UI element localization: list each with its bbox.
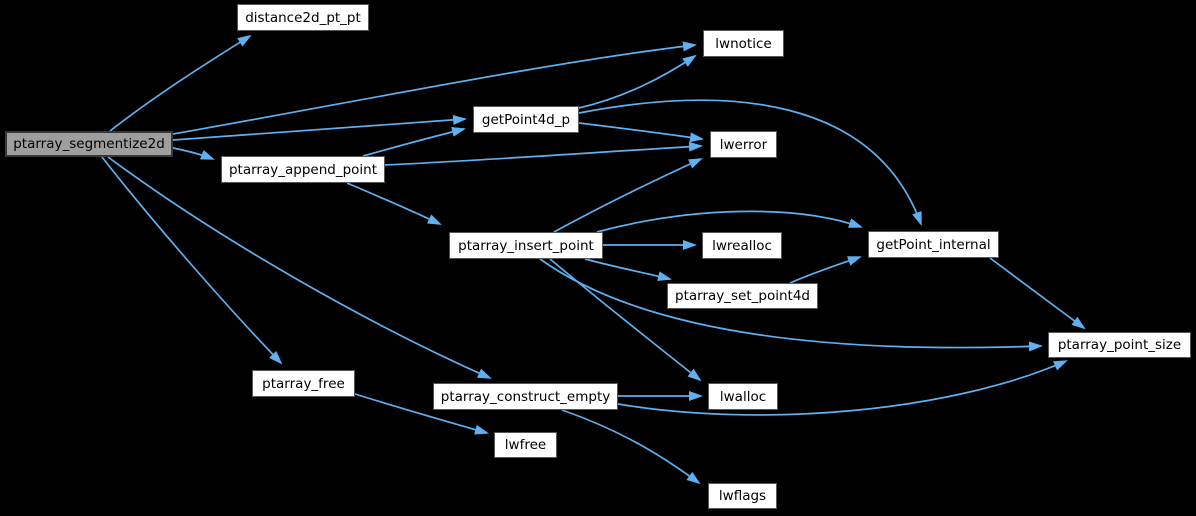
edge-ptarray_insert_point-to-lwerror	[553, 158, 703, 233]
node-label: ptarray_segmentize2d	[13, 136, 165, 152]
edge-ptarray_segmentize2d-to-distance2d_pt_pt	[109, 34, 252, 132]
node-label: ptarray_append_point	[228, 161, 378, 178]
edge-ptarray_insert_point-to-getPoint_internal	[596, 210, 863, 233]
edge-ptarray_construct_empty-to-ptarray_point_size	[617, 360, 1068, 416]
edge-ptarray_construct_empty-to-lwflags	[561, 409, 701, 485]
node-lwfree[interactable]: lwfree	[494, 432, 557, 458]
edge-ptarray_segmentize2d-to-lwnotice	[172, 41, 697, 135]
node-label: ptarray_construct_empty	[440, 388, 611, 405]
node-label: ptarray_free	[262, 375, 345, 392]
node-label: getPoint_internal	[876, 236, 991, 253]
node-distance2d-pt-pt[interactable]: distance2d_pt_pt	[237, 4, 369, 31]
node-label: lwrealloc	[712, 237, 772, 254]
edge-getPoint4d_p-to-lwnotice	[578, 54, 697, 109]
node-label: lwalloc	[719, 388, 767, 405]
edge-ptarray_segmentize2d-to-ptarray_construct_empty	[107, 156, 492, 379]
edge-ptarray_free-to-lwfree	[354, 393, 489, 435]
node-ptarray-construct-empty[interactable]: ptarray_construct_empty	[433, 383, 618, 410]
node-ptarray-append-point[interactable]: ptarray_append_point	[221, 156, 385, 183]
node-label: getPoint4d_p	[481, 111, 571, 128]
edge-ptarray_segmentize2d-to-ptarray_append_point	[172, 147, 215, 160]
edge-ptarray_insert_point-to-ptarray_set_point4d	[584, 258, 672, 282]
edge-getPoint4d_p-to-getPoint_internal	[578, 99, 922, 226]
node-ptarray-free[interactable]: ptarray_free	[252, 370, 355, 397]
node-ptarray-set-point4d[interactable]: ptarray_set_point4d	[667, 283, 818, 309]
edge-ptarray_append_point-to-ptarray_insert_point	[346, 182, 442, 225]
edge-ptarray_append_point-to-getPoint4d_p	[362, 127, 466, 157]
edge-ptarray_segmentize2d-to-ptarray_free	[101, 156, 283, 365]
node-label: ptarray_point_size	[1057, 337, 1182, 353]
node-lwrealloc[interactable]: lwrealloc	[702, 232, 782, 259]
node-getpoint-internal[interactable]: getPoint_internal	[868, 231, 999, 258]
node-label: distance2d_pt_pt	[245, 9, 361, 26]
node-ptarray-point-size[interactable]: ptarray_point_size	[1048, 332, 1191, 358]
node-label: lwfree	[504, 437, 547, 453]
node-lwerror[interactable]: lwerror	[710, 131, 777, 158]
node-label: lwflags	[718, 488, 767, 504]
edge-getPoint_internal-to-ptarray_point_size	[989, 257, 1086, 330]
edge-ptarray_segmentize2d-to-getPoint4d_p	[172, 115, 467, 141]
edge-ptarray_set_point4d-to-getPoint_internal	[789, 256, 862, 284]
node-label: ptarray_set_point4d	[675, 288, 810, 304]
node-label: ptarray_insert_point	[458, 237, 594, 254]
node-getpoint4d-p[interactable]: getPoint4d_p	[473, 106, 579, 133]
node-label: lwnotice	[715, 35, 772, 52]
edge-ptarray_append_point-to-lwerror	[384, 141, 703, 166]
node-lwalloc[interactable]: lwalloc	[708, 383, 778, 410]
node-label: lwerror	[719, 136, 768, 153]
edge-ptarray_insert_point-to-lwalloc	[549, 258, 702, 382]
node-ptarray-segmentize2d: ptarray_segmentize2d	[5, 131, 173, 157]
node-ptarray-insert-point[interactable]: ptarray_insert_point	[449, 232, 603, 259]
edge-getPoint4d_p-to-lwerror	[578, 122, 704, 143]
edge-ptarray_insert_point-to-ptarray_point_size	[539, 258, 1043, 352]
node-lwflags[interactable]: lwflags	[708, 483, 777, 509]
node-lwnotice[interactable]: lwnotice	[703, 30, 784, 57]
